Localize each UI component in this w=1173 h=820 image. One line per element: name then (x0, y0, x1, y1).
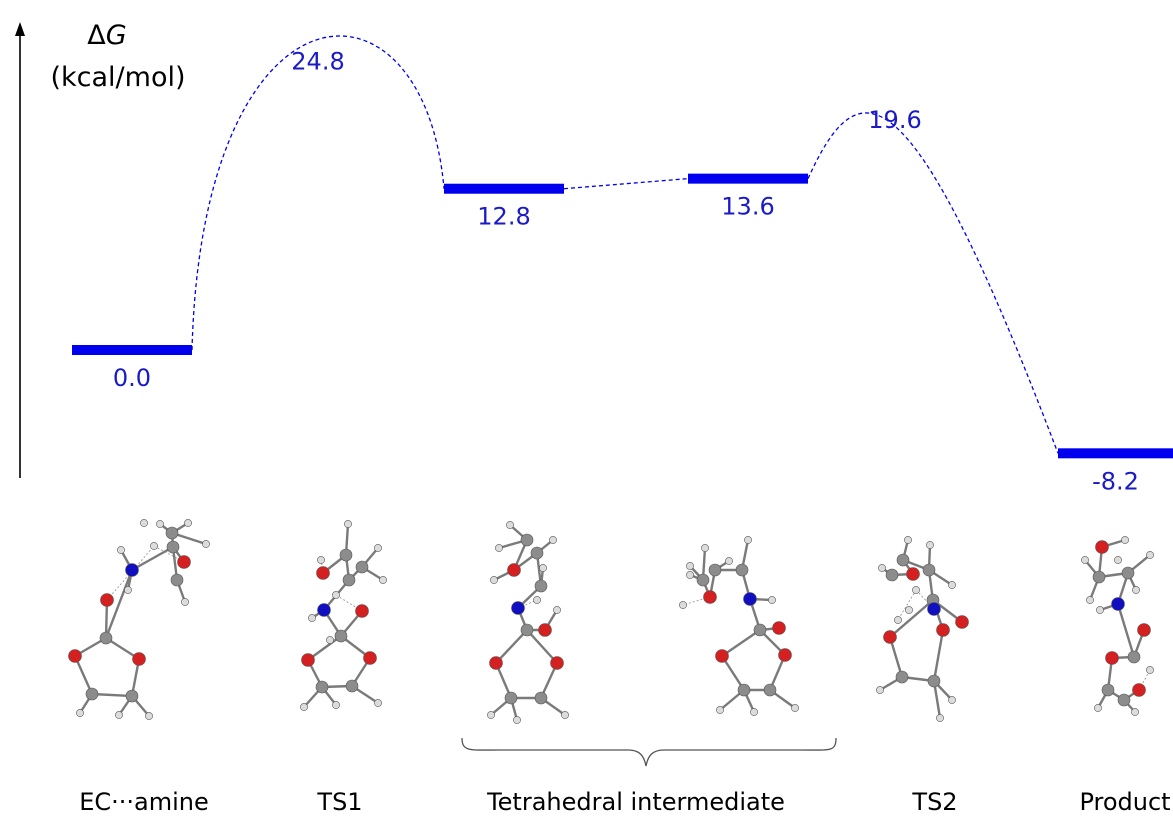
y-variable: G (106, 20, 127, 51)
energy-level-bar (688, 173, 808, 184)
energy-level-bar (72, 345, 192, 355)
species-label: Product (1079, 788, 1170, 816)
energy-value-label: -8.2 (1092, 467, 1139, 495)
species-label: EC···amine (79, 788, 209, 816)
y-axis-label: ΔG (87, 20, 126, 51)
molecule-ts1-icon (300, 520, 387, 711)
energy-level-bar (444, 183, 564, 194)
energy-level-bar (1058, 448, 1173, 459)
connector-intermediates (563, 177, 689, 190)
connector-ts2 (807, 112, 1059, 454)
y-axis: ΔG (kcal/mol) (15, 20, 186, 478)
energy-value-label: 12.8 (477, 203, 530, 231)
energy-levels: 0.0 24.8 12.8 13.6 19.6 -8.2 (72, 35, 1173, 495)
species-label: Tetrahedral intermediate (486, 788, 785, 816)
connector-ts1 (191, 35, 445, 351)
molecule-intermediate-2-icon (679, 536, 799, 716)
molecule-ts2-icon (876, 536, 969, 722)
y-axis-arrowhead (15, 22, 25, 36)
energy-value-label: 13.6 (721, 193, 774, 221)
y-axis-unit: (kcal/mol) (50, 62, 185, 93)
molecule-product-icon (1081, 536, 1154, 716)
species-label: TS2 (911, 788, 957, 816)
ts-energy-label: 19.6 (868, 106, 921, 134)
species-labels: EC···amine TS1 Tetrahedral intermediate TS2… (79, 788, 1170, 816)
ts-energy-label: 24.8 (291, 48, 344, 76)
molecular-structures (68, 519, 1154, 724)
molecule-ec-amine-icon (68, 519, 210, 720)
molecule-intermediate-1-icon (487, 521, 569, 724)
species-label: TS1 (316, 788, 362, 816)
delta-symbol: Δ (87, 20, 106, 51)
intermediate-brace (461, 737, 837, 767)
energy-value-label: 0.0 (113, 364, 151, 392)
